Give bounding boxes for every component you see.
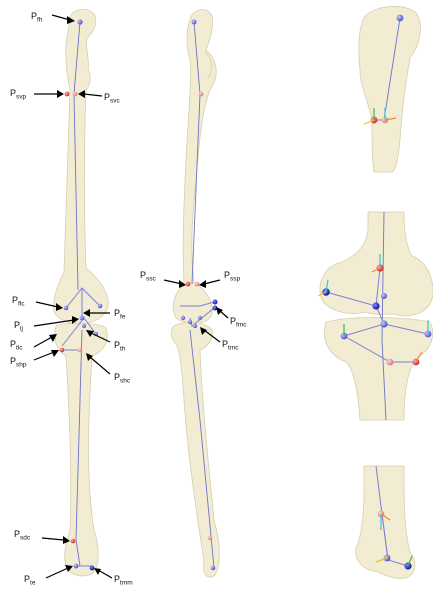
label-svp: Psvp xyxy=(10,88,27,101)
detail-hip xyxy=(359,6,421,172)
front-femur xyxy=(54,9,109,324)
label-shp: Pshp xyxy=(10,356,27,369)
label-fe: Pfe xyxy=(114,308,126,321)
label-flc: Pflc xyxy=(12,295,25,308)
label-tmm: Ptmm xyxy=(114,574,133,587)
label-fmc: Pfmc xyxy=(230,316,247,329)
side-view xyxy=(171,10,219,577)
label-svc: Psvc xyxy=(104,92,121,105)
detail-ankle xyxy=(356,466,415,579)
label-tlc: Ptlc xyxy=(10,339,23,352)
label-tmc: Ptmc xyxy=(222,339,239,352)
label-th: Pth xyxy=(114,340,126,353)
label-te: Pte xyxy=(24,574,36,587)
label-fh: Pfh xyxy=(31,11,43,24)
label-lj: Plj xyxy=(14,320,23,333)
side-femur xyxy=(173,10,216,324)
label-ssc: Pssc xyxy=(140,270,157,283)
label-ssp: Pssp xyxy=(224,270,241,283)
label-sdc: Psdc xyxy=(14,529,31,542)
detail-knee xyxy=(318,212,433,420)
side-tibia xyxy=(171,323,219,578)
label-shc: Pshc xyxy=(114,372,131,385)
